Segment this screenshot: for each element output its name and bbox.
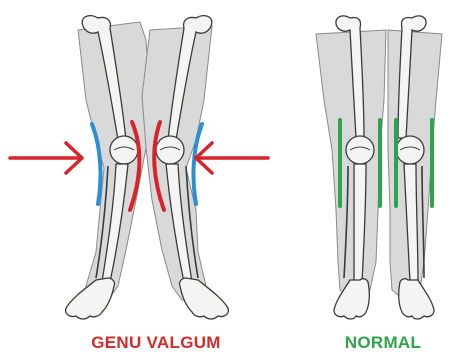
normal-right-foot [399,279,434,319]
left-inward-arrow [10,143,82,173]
normal-caption: NORMAL [328,333,438,353]
right-inward-arrow [196,143,268,173]
normal-legs [316,16,442,319]
genu-valgum-legs [10,16,268,319]
normal-left-leg-silhouette [316,30,386,300]
valgum-left-foot [66,278,115,319]
valgum-right-foot [179,278,228,319]
genu-valgum-caption: GENU VALGUM [66,333,246,353]
